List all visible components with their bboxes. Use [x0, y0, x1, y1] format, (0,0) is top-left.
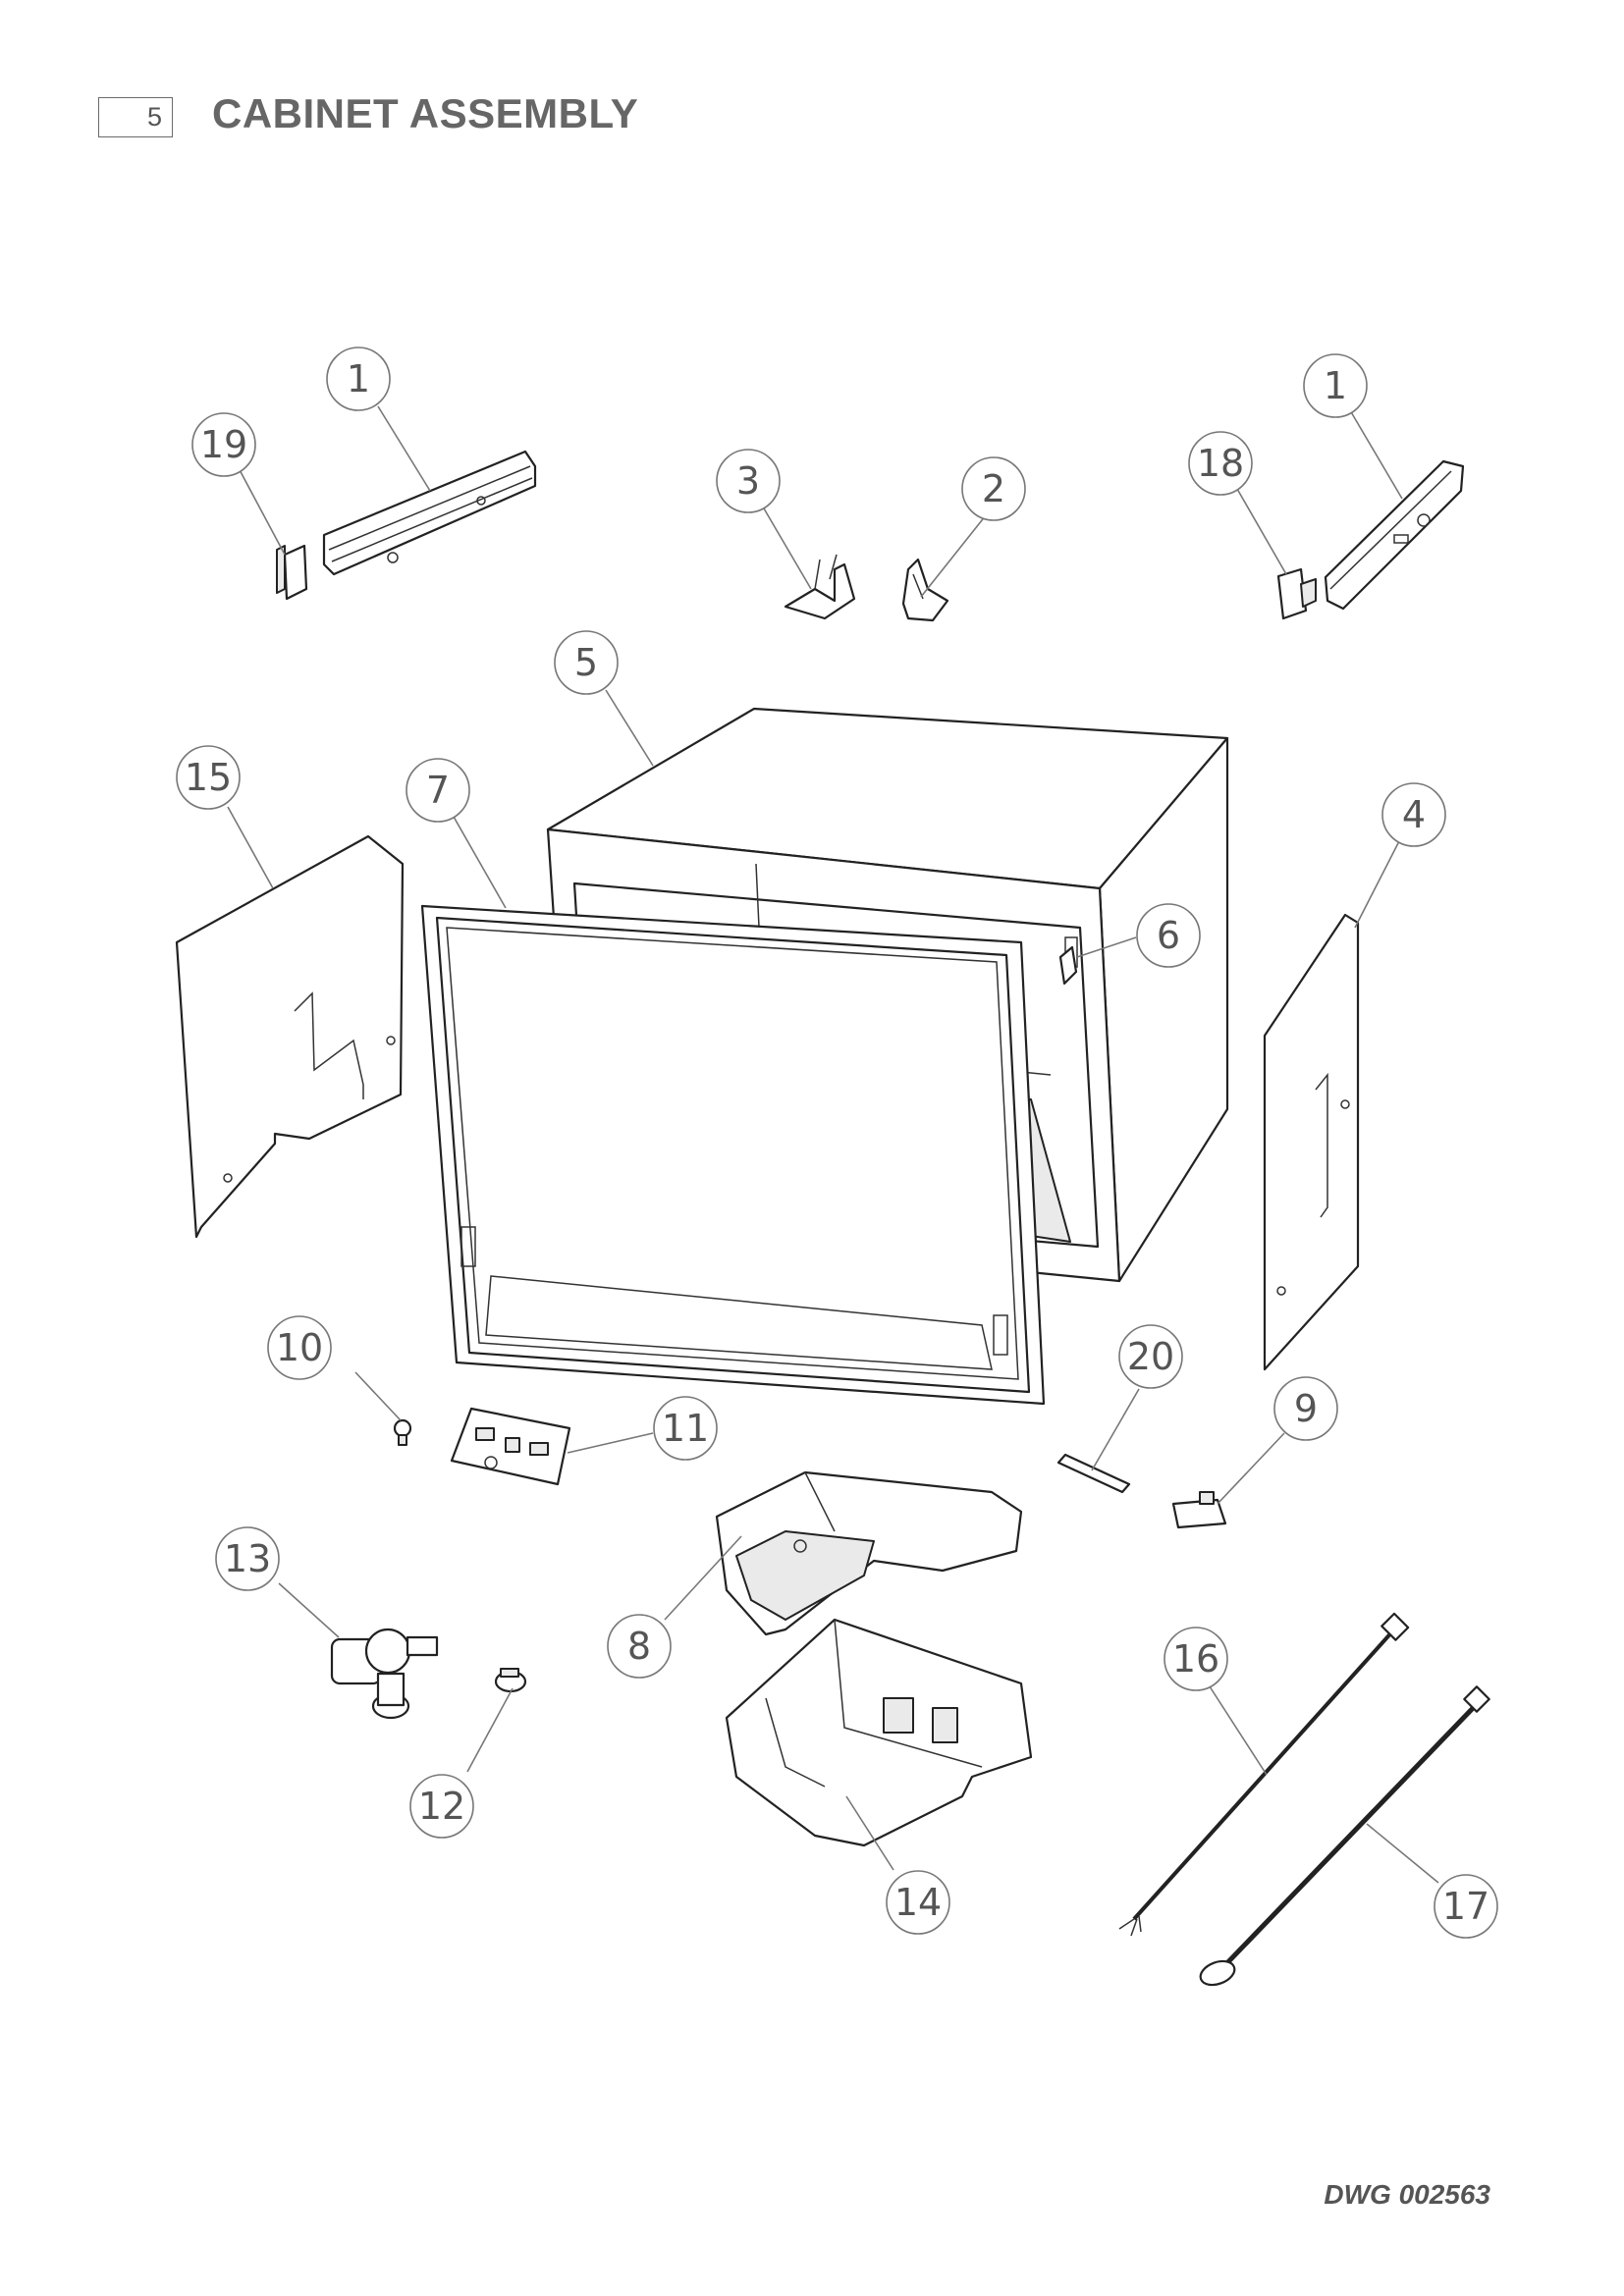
callout-3: 3 — [716, 449, 781, 513]
callout-15: 15 — [176, 745, 241, 810]
svg-text:1: 1 — [347, 357, 370, 400]
part-slide-rail-right — [1324, 459, 1465, 611]
svg-text:18: 18 — [1197, 442, 1244, 485]
svg-text:5: 5 — [574, 641, 598, 684]
part-slide-rail-left — [322, 450, 537, 576]
leader-lines — [227, 405, 1439, 1884]
part-hinge-bracket-3 — [784, 554, 856, 620]
svg-text:8: 8 — [627, 1625, 651, 1668]
part-power-cord-16 — [1118, 1612, 1410, 1937]
part-grommet-12 — [494, 1668, 527, 1693]
svg-text:4: 4 — [1402, 793, 1426, 836]
callout-8: 8 — [607, 1614, 672, 1679]
callout-14: 14 — [886, 1870, 950, 1935]
part-side-panel-15 — [175, 834, 405, 1239]
callout-16: 16 — [1164, 1627, 1228, 1691]
svg-text:19: 19 — [200, 423, 247, 466]
callout-19: 19 — [191, 412, 256, 477]
part-sensor-strip-20 — [1056, 1453, 1131, 1494]
part-base-housing-14 — [725, 1618, 1033, 1847]
part-clip-6 — [1058, 945, 1078, 986]
svg-text:11: 11 — [662, 1407, 709, 1450]
svg-text:16: 16 — [1172, 1637, 1219, 1681]
callout-13: 13 — [215, 1526, 280, 1591]
svg-text:2: 2 — [982, 467, 1005, 510]
callout-20: 20 — [1118, 1324, 1183, 1389]
svg-text:15: 15 — [185, 756, 232, 799]
part-water-valve-13 — [330, 1628, 439, 1720]
callout-1-left: 1 — [326, 347, 391, 411]
callout-4: 4 — [1381, 782, 1446, 847]
svg-text:3: 3 — [736, 459, 760, 503]
svg-text:6: 6 — [1157, 914, 1180, 957]
svg-text:17: 17 — [1442, 1885, 1489, 1928]
svg-text:1: 1 — [1324, 364, 1347, 407]
part-side-panel-4 — [1263, 913, 1360, 1371]
callout-1-right: 1 — [1303, 353, 1368, 418]
callout-5: 5 — [554, 630, 619, 695]
callout-2: 2 — [961, 456, 1026, 521]
drawing-number: DWG 002563 — [1324, 2179, 1490, 2210]
part-circuit-board-11 — [450, 1407, 571, 1486]
svg-text:14: 14 — [894, 1881, 942, 1924]
callout-11: 11 — [653, 1396, 718, 1461]
svg-text:10: 10 — [276, 1326, 323, 1369]
part-hose-17 — [1199, 1685, 1490, 1987]
section-number-box: 5 — [98, 97, 173, 137]
page-title: CABINET ASSEMBLY — [212, 90, 639, 136]
part-fastener-10 — [393, 1418, 412, 1446]
callout-6: 6 — [1136, 903, 1201, 968]
svg-text:20: 20 — [1127, 1335, 1174, 1378]
part-door-frame-7 — [420, 904, 1046, 1406]
svg-text:9: 9 — [1294, 1387, 1318, 1430]
callout-17: 17 — [1434, 1874, 1498, 1939]
svg-text:12: 12 — [418, 1785, 465, 1828]
callout-10: 10 — [267, 1315, 332, 1380]
svg-text:7: 7 — [426, 769, 450, 812]
callout-7: 7 — [406, 758, 470, 823]
callout-18: 18 — [1188, 431, 1253, 496]
part-switch-9 — [1171, 1491, 1227, 1529]
callout-9: 9 — [1273, 1376, 1338, 1441]
svg-text:13: 13 — [224, 1537, 271, 1580]
part-hinge-bracket-2 — [901, 558, 949, 622]
part-control-housing-8 — [715, 1470, 1023, 1636]
part-end-cap-18 — [1276, 567, 1317, 620]
callout-12: 12 — [409, 1774, 474, 1839]
part-end-cap-19 — [276, 544, 308, 601]
